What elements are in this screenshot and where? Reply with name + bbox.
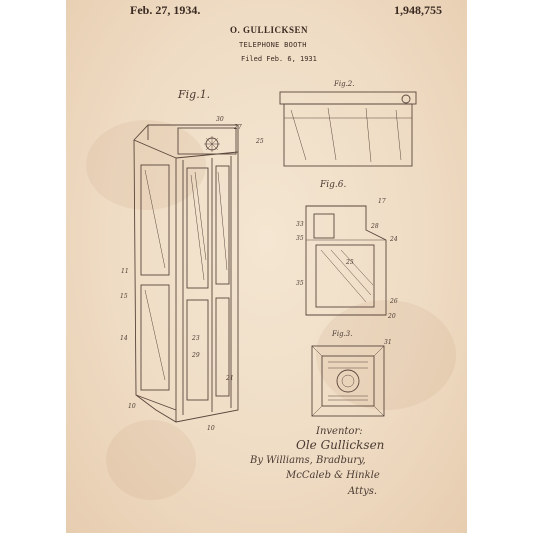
fig1-label: Fig.1. [178, 88, 211, 101]
ref-numeral: 14 [120, 335, 128, 342]
ref-numeral: 24 [389, 236, 398, 243]
paper-stain [316, 300, 456, 410]
ref-numeral: 15 [120, 293, 128, 300]
inventor-name-header: O. GULLICKSEN [230, 25, 309, 35]
patent-number: 1,948,755 [394, 3, 442, 17]
filed-date: Filed Feb. 6, 1931 [241, 55, 317, 63]
fig1-booth-drawing [133, 124, 239, 423]
attorney-by-line: By Williams, Bradbury, [250, 455, 366, 466]
ref-numeral: 25 [345, 259, 354, 266]
ref-numeral: 27 [233, 124, 242, 131]
patent-date: Feb. 27, 1934. [130, 3, 201, 17]
ref-numeral: 29 [191, 352, 200, 359]
fig2-label: Fig.2. [334, 80, 355, 88]
fig2-section-drawing [279, 91, 417, 167]
fig6-label: Fig.6. [320, 180, 347, 190]
ref-numeral: 30 [216, 116, 224, 123]
ref-numeral: 35 [296, 235, 304, 242]
patent-sheet: Feb. 27, 1934. 1,948,755 O. GULLICKSEN T… [66, 0, 467, 533]
ref-numeral: 10 [128, 403, 136, 410]
patent-drawing: 30 27 25 11 15 14 23 29 21 10 10 17 35 3… [120, 91, 417, 432]
ref-numeral: 28 [370, 223, 379, 230]
ref-numeral: 23 [191, 335, 200, 342]
ref-numeral: 25 [255, 138, 264, 145]
patent-title: TELEPHONE BOOTH [239, 41, 307, 49]
ref-numeral: 31 [384, 339, 392, 346]
inventor-signature: Ole Gullicksen [296, 438, 385, 452]
ref-numeral: 10 [207, 425, 215, 432]
fig6-section-drawing [305, 205, 387, 316]
ref-numeral: 11 [121, 268, 129, 275]
ref-numeral: 20 [387, 313, 396, 320]
ref-numeral: 17 [378, 198, 386, 205]
attorney-names: McCaleb & Hinkle [286, 470, 380, 481]
fig3-fixture-drawing [311, 345, 385, 417]
ref-numeral: 26 [389, 298, 398, 305]
ref-numeral: 33 [296, 221, 304, 228]
inventor-label: Inventor: [316, 426, 363, 437]
ref-numeral: 21 [225, 375, 234, 382]
ref-numeral: 35 [296, 280, 304, 287]
fig3-label: Fig.3. [332, 330, 353, 338]
attys-label: Attys. [348, 486, 378, 497]
paper-stain [106, 420, 196, 500]
